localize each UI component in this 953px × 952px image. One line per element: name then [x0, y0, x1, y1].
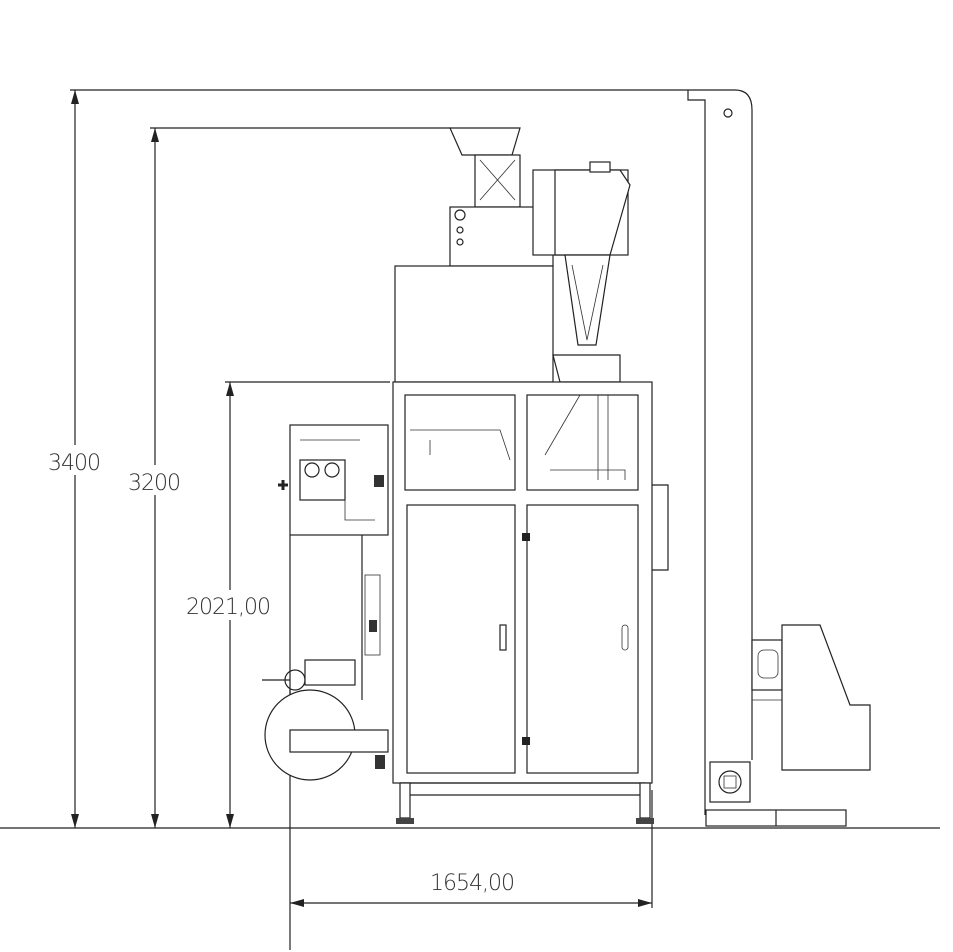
dimension-3200: 3200 — [128, 127, 450, 828]
film-unit — [262, 424, 389, 781]
right-frame — [687, 89, 871, 827]
right-door — [526, 504, 639, 774]
dimension-2021: 2021,00 — [186, 381, 390, 828]
dimension-label-3400: 3400 — [48, 451, 100, 476]
dimension-1654: 1654,00 — [289, 690, 653, 950]
dimension-label-2021: 2021,00 — [186, 595, 270, 620]
weigher-unit — [394, 127, 631, 383]
left-door — [406, 504, 516, 774]
dimension-3400: 3400 — [48, 89, 735, 828]
door-handle — [499, 624, 507, 651]
main-frame — [392, 381, 669, 824]
dimension-label-3200: 3200 — [128, 471, 180, 496]
dimension-label-1654: 1654,00 — [430, 871, 514, 896]
